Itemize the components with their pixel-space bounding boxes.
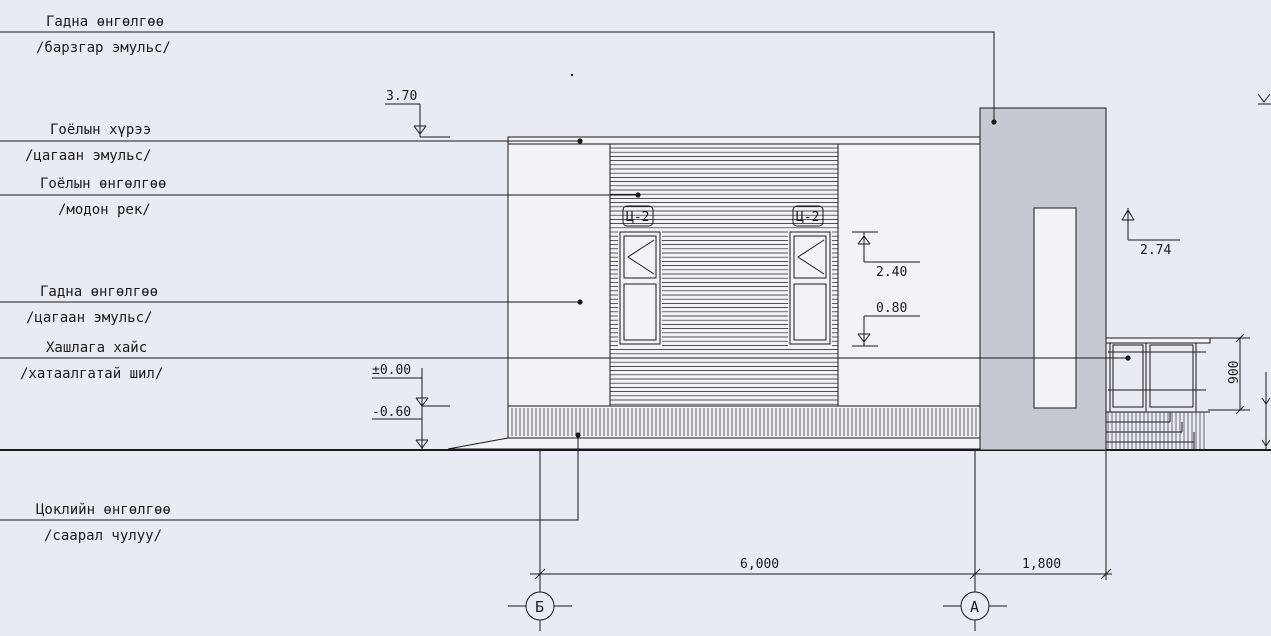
window-tag-box-left xyxy=(622,205,654,227)
label-plinth-line2: /саарал чулуу/ xyxy=(44,528,162,544)
level-ground: -0.60 xyxy=(372,405,411,420)
label-plinth-line1: Цоклийн өнгөлгөө xyxy=(36,502,171,518)
label-facade-white-line2: /цагаан эмульс/ xyxy=(26,310,152,326)
level-window-top: 2.40 xyxy=(876,265,907,280)
window-tag-box-right xyxy=(792,205,824,227)
column-opening xyxy=(1033,207,1077,409)
level-top: 3.70 xyxy=(386,89,417,104)
window-tag-right: Ц-2 xyxy=(796,210,819,225)
level-window-sill: 0.80 xyxy=(876,301,907,316)
window-tag-left: Ц-2 xyxy=(626,210,649,225)
axis-label-a: А xyxy=(970,598,979,616)
label-decor-frame-line2: /цагаан эмульс/ xyxy=(25,148,151,164)
steps-hatch xyxy=(1107,412,1205,450)
leader-6 xyxy=(0,435,579,521)
building-parapet xyxy=(507,136,1009,145)
dimension-1800: 1,800 xyxy=(1022,557,1061,572)
plinth-base xyxy=(447,437,1009,450)
entrance-steps xyxy=(1106,411,1210,450)
label-decor-finish-line2: /модон рек/ xyxy=(58,202,151,218)
railing-height: 900 xyxy=(1227,361,1242,384)
label-facade-finish-line1: Гадна өнгөлгөө xyxy=(46,14,164,30)
label-facade-finish-line2: /барзгар эмульс/ xyxy=(36,40,171,56)
level-canopy: 2.74 xyxy=(1140,243,1171,258)
plinth xyxy=(507,405,1009,439)
label-decor-finish-line1: Гоёлын өнгөлгөө xyxy=(40,176,166,192)
level-zero: ±0.00 xyxy=(372,363,411,378)
label-decor-frame-line1: Гоёлын хүрээ xyxy=(50,122,151,138)
wood-slat-panel xyxy=(610,147,838,405)
leader-dots xyxy=(570,73,1131,438)
label-railing-line1: Хашлага хайс xyxy=(46,340,147,356)
label-railing-line2: /хатаалгатай шил/ xyxy=(20,366,163,382)
axis-label-b: Б xyxy=(535,598,544,616)
glass-railing xyxy=(1105,337,1211,412)
label-facade-white-line1: Гадна өнгөлгөө xyxy=(40,284,158,300)
window-right xyxy=(789,231,831,345)
window-left xyxy=(619,231,661,345)
leader-1 xyxy=(0,31,995,122)
dimension-6000: 6,000 xyxy=(740,557,779,572)
